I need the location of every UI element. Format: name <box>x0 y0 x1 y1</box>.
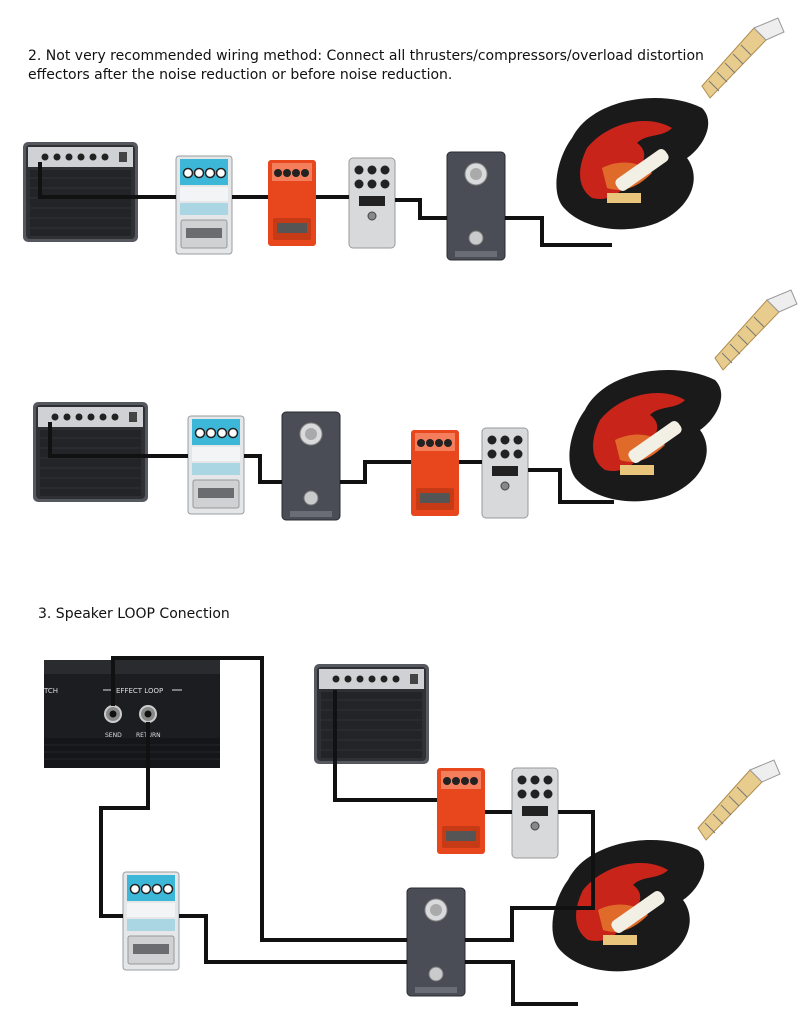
guitar-c <box>551 759 781 972</box>
noise-gate-pedal-a <box>446 151 506 261</box>
section2-caption-line1: 2. Not very recommended wiring method: C… <box>28 48 704 64</box>
noise-gate-pedal-b <box>281 411 341 521</box>
section2-caption-line2: effectors after the noise reduction or b… <box>28 67 453 83</box>
section3-caption: 3. Speaker LOOP Conection <box>38 606 230 622</box>
mxr-pedal-c <box>511 767 559 859</box>
distortion-pedal-a <box>268 160 316 246</box>
amp-c <box>313 663 430 765</box>
delay-pedal-c <box>122 871 180 971</box>
effect-loop-label: EFFECT LOOP <box>116 687 163 695</box>
switch-label: TCH <box>43 687 58 695</box>
distortion-pedal-b <box>411 430 459 516</box>
mxr-pedal-a <box>348 157 396 249</box>
guitar-a <box>555 17 785 230</box>
noise-gate-pedal-c <box>406 887 466 997</box>
diagram-a <box>22 17 785 261</box>
amp-back-panel: TCH EFFECT LOOP SEND RETURN <box>43 660 220 768</box>
delay-pedal-a <box>175 155 233 255</box>
guitar-b <box>568 289 798 502</box>
mxr-pedal-b <box>481 427 529 519</box>
diagram-loop: TCH EFFECT LOOP SEND RETURN <box>43 656 781 1006</box>
cables-b <box>48 422 614 504</box>
cables-a <box>38 162 612 247</box>
delay-pedal-b <box>187 415 245 515</box>
diagram-b <box>32 289 798 521</box>
cables-loop <box>99 656 595 1006</box>
section2-caption: 2. Not very recommended wiring method: C… <box>28 47 704 85</box>
send-label: SEND <box>105 732 122 739</box>
distortion-pedal-c <box>437 768 485 854</box>
